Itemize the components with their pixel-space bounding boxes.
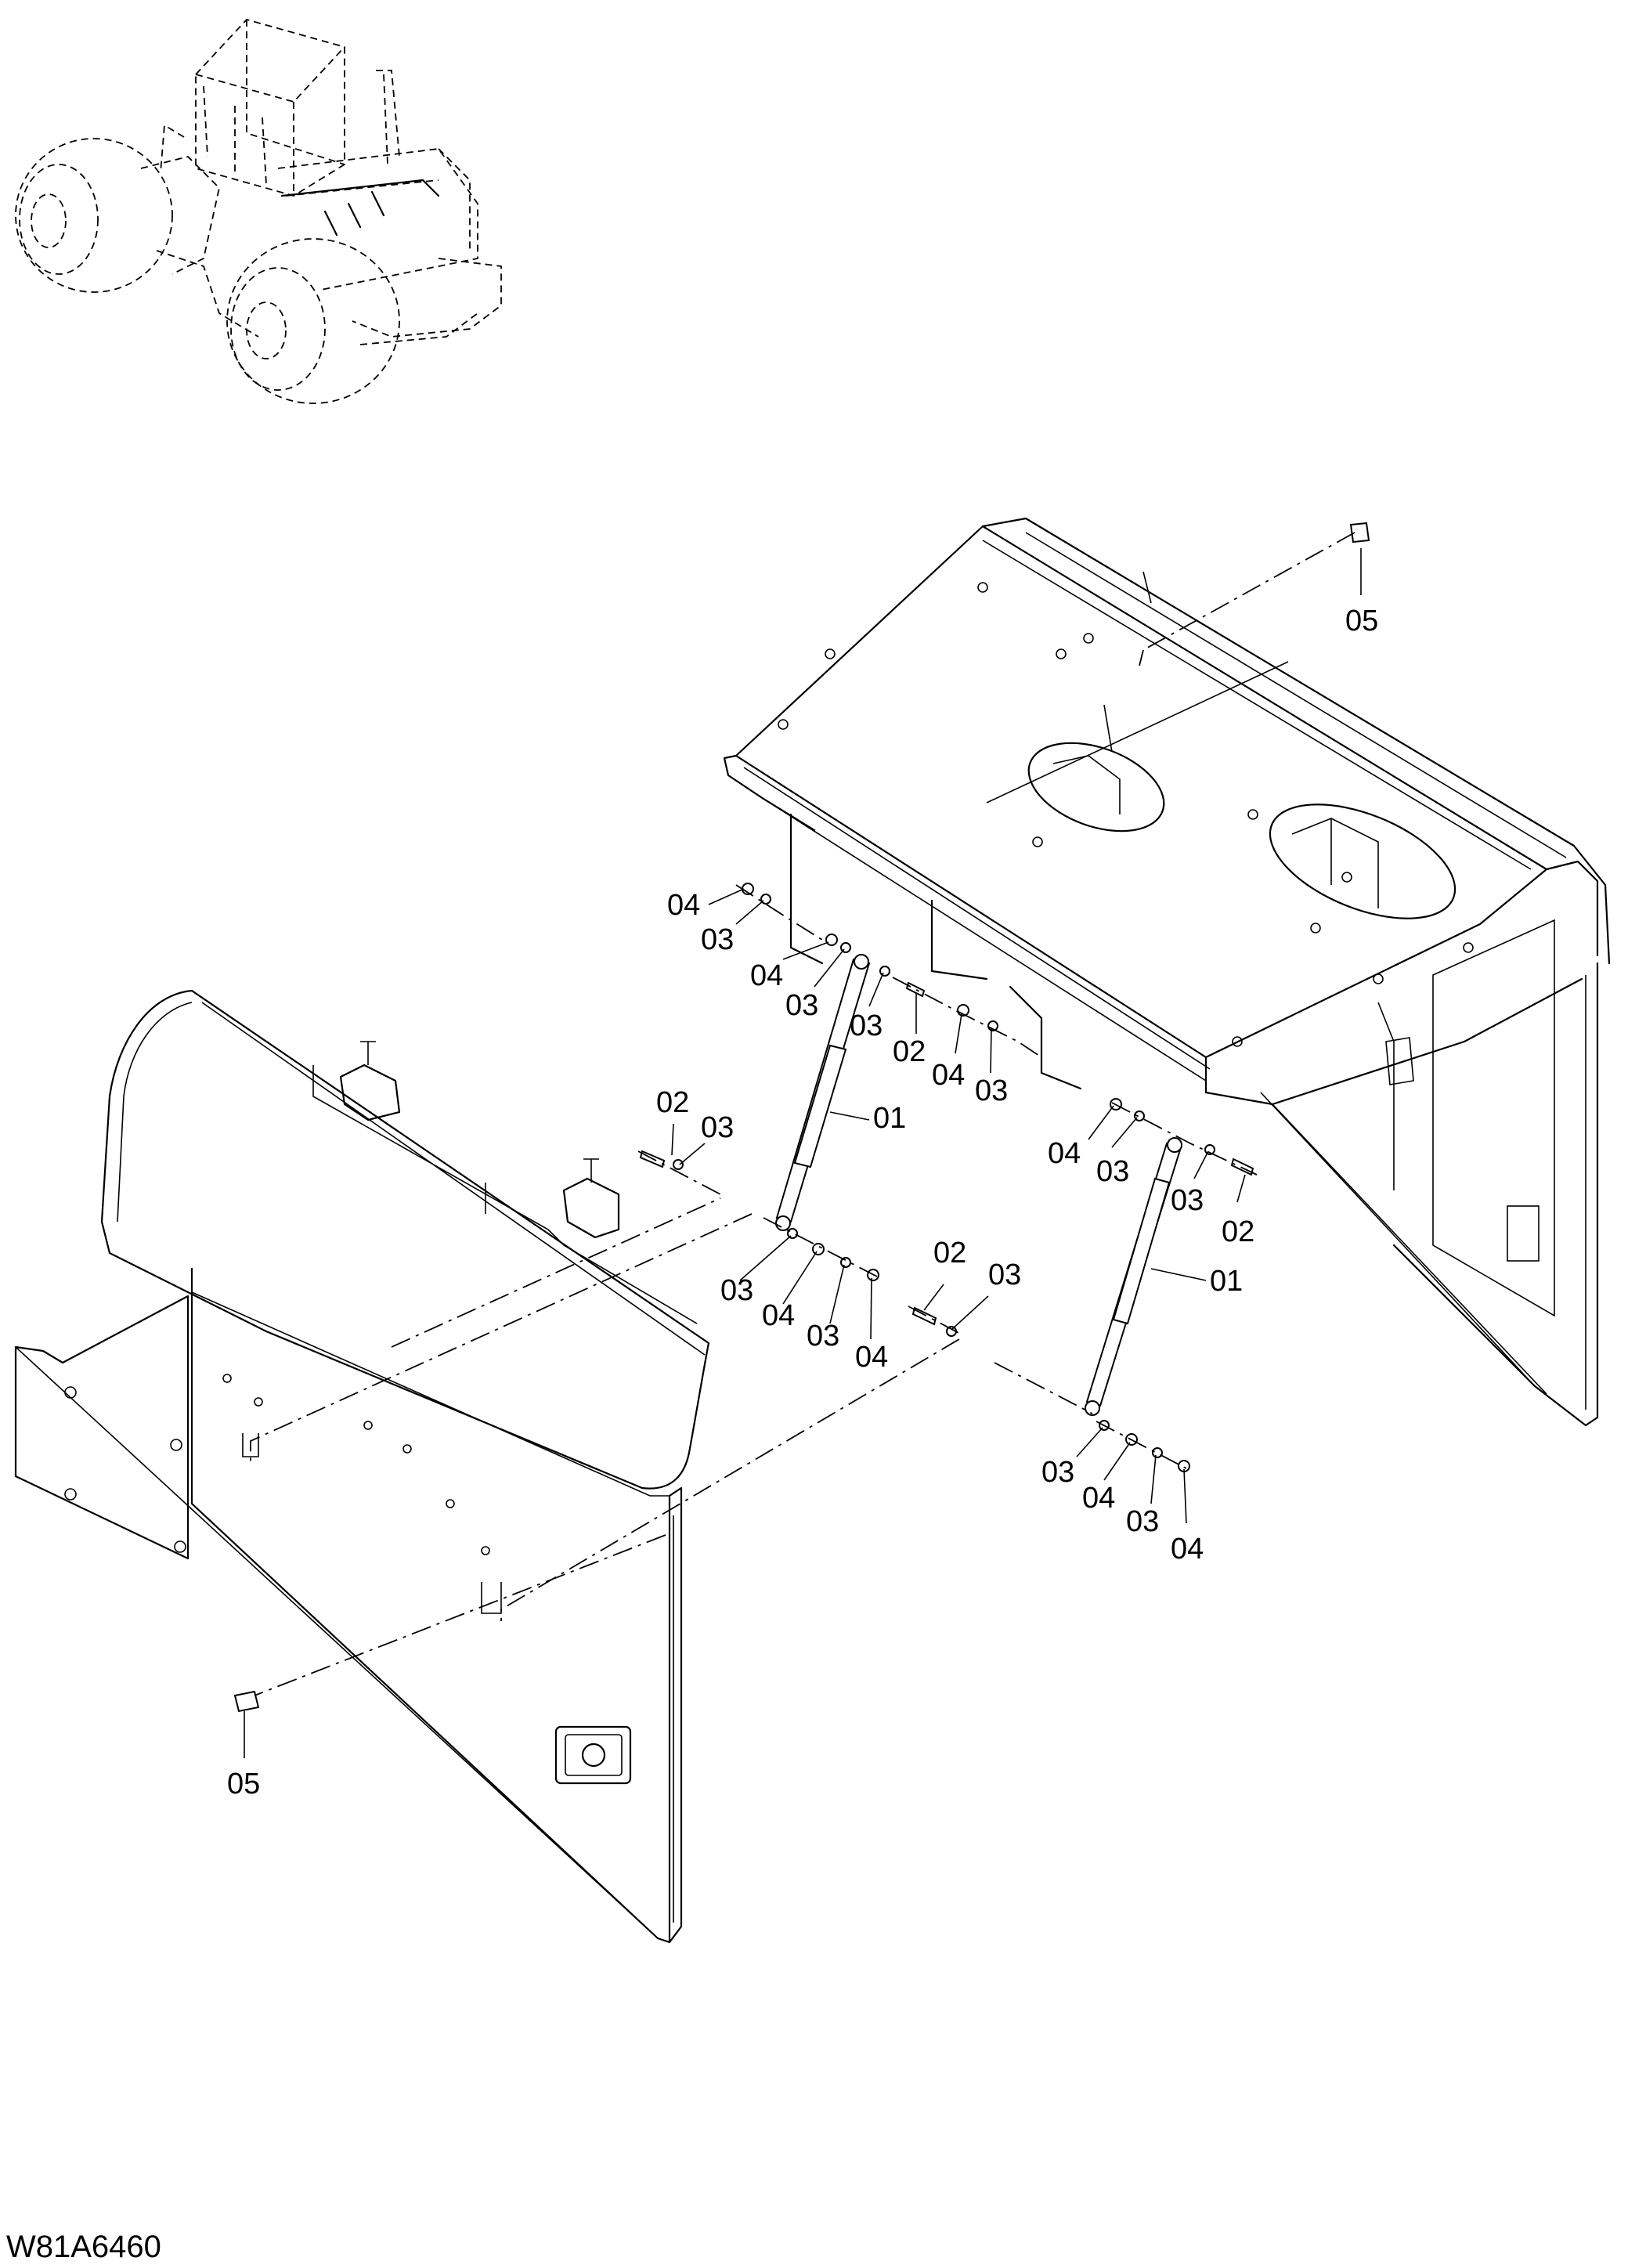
callout-04: 04 — [1171, 1533, 1204, 1566]
callout-05-bottom: 05 — [227, 1768, 260, 1800]
machine-locator-view — [15, 18, 502, 404]
callout-03: 03 — [701, 1111, 734, 1144]
callout-03: 03 — [807, 1320, 839, 1352]
callout-04: 04 — [855, 1341, 888, 1374]
callout-03: 03 — [701, 923, 734, 956]
callout-01: 01 — [1210, 1265, 1243, 1298]
callout-03: 03 — [850, 1009, 883, 1042]
drawing-code: W81A6460 — [6, 2230, 161, 2264]
callout-03: 03 — [988, 1259, 1021, 1291]
hood-panel-assembly — [14, 989, 710, 1944]
gas-spring-right — [1085, 1137, 1182, 1416]
upper-frame-assembly — [723, 517, 1611, 1427]
callout-04: 04 — [750, 959, 783, 992]
callout-leaders — [244, 548, 1362, 1758]
callout-04: 04 — [1082, 1482, 1115, 1515]
callout-labels: 05 04 03 04 03 03 02 04 03 01 02 03 04 0… — [227, 605, 1378, 1800]
callout-05-top: 05 — [1345, 605, 1378, 637]
callout-04: 04 — [932, 1059, 965, 1092]
callout-01: 01 — [873, 1102, 906, 1135]
callout-03: 03 — [785, 989, 818, 1022]
callout-04: 04 — [1048, 1137, 1081, 1170]
callout-03: 03 — [1041, 1456, 1074, 1489]
callout-03: 03 — [975, 1074, 1008, 1107]
callout-02: 02 — [656, 1086, 689, 1119]
callout-02: 02 — [1222, 1215, 1254, 1248]
callout-04: 04 — [667, 889, 700, 922]
callout-02: 02 — [933, 1237, 966, 1269]
callout-03: 03 — [1096, 1155, 1129, 1188]
callout-03: 03 — [1171, 1184, 1204, 1217]
assembly-centerlines — [250, 532, 1355, 1696]
callout-04: 04 — [762, 1299, 795, 1332]
callout-03: 03 — [720, 1274, 753, 1307]
callout-03: 03 — [1126, 1505, 1159, 1538]
callout-02: 02 — [893, 1035, 926, 1068]
